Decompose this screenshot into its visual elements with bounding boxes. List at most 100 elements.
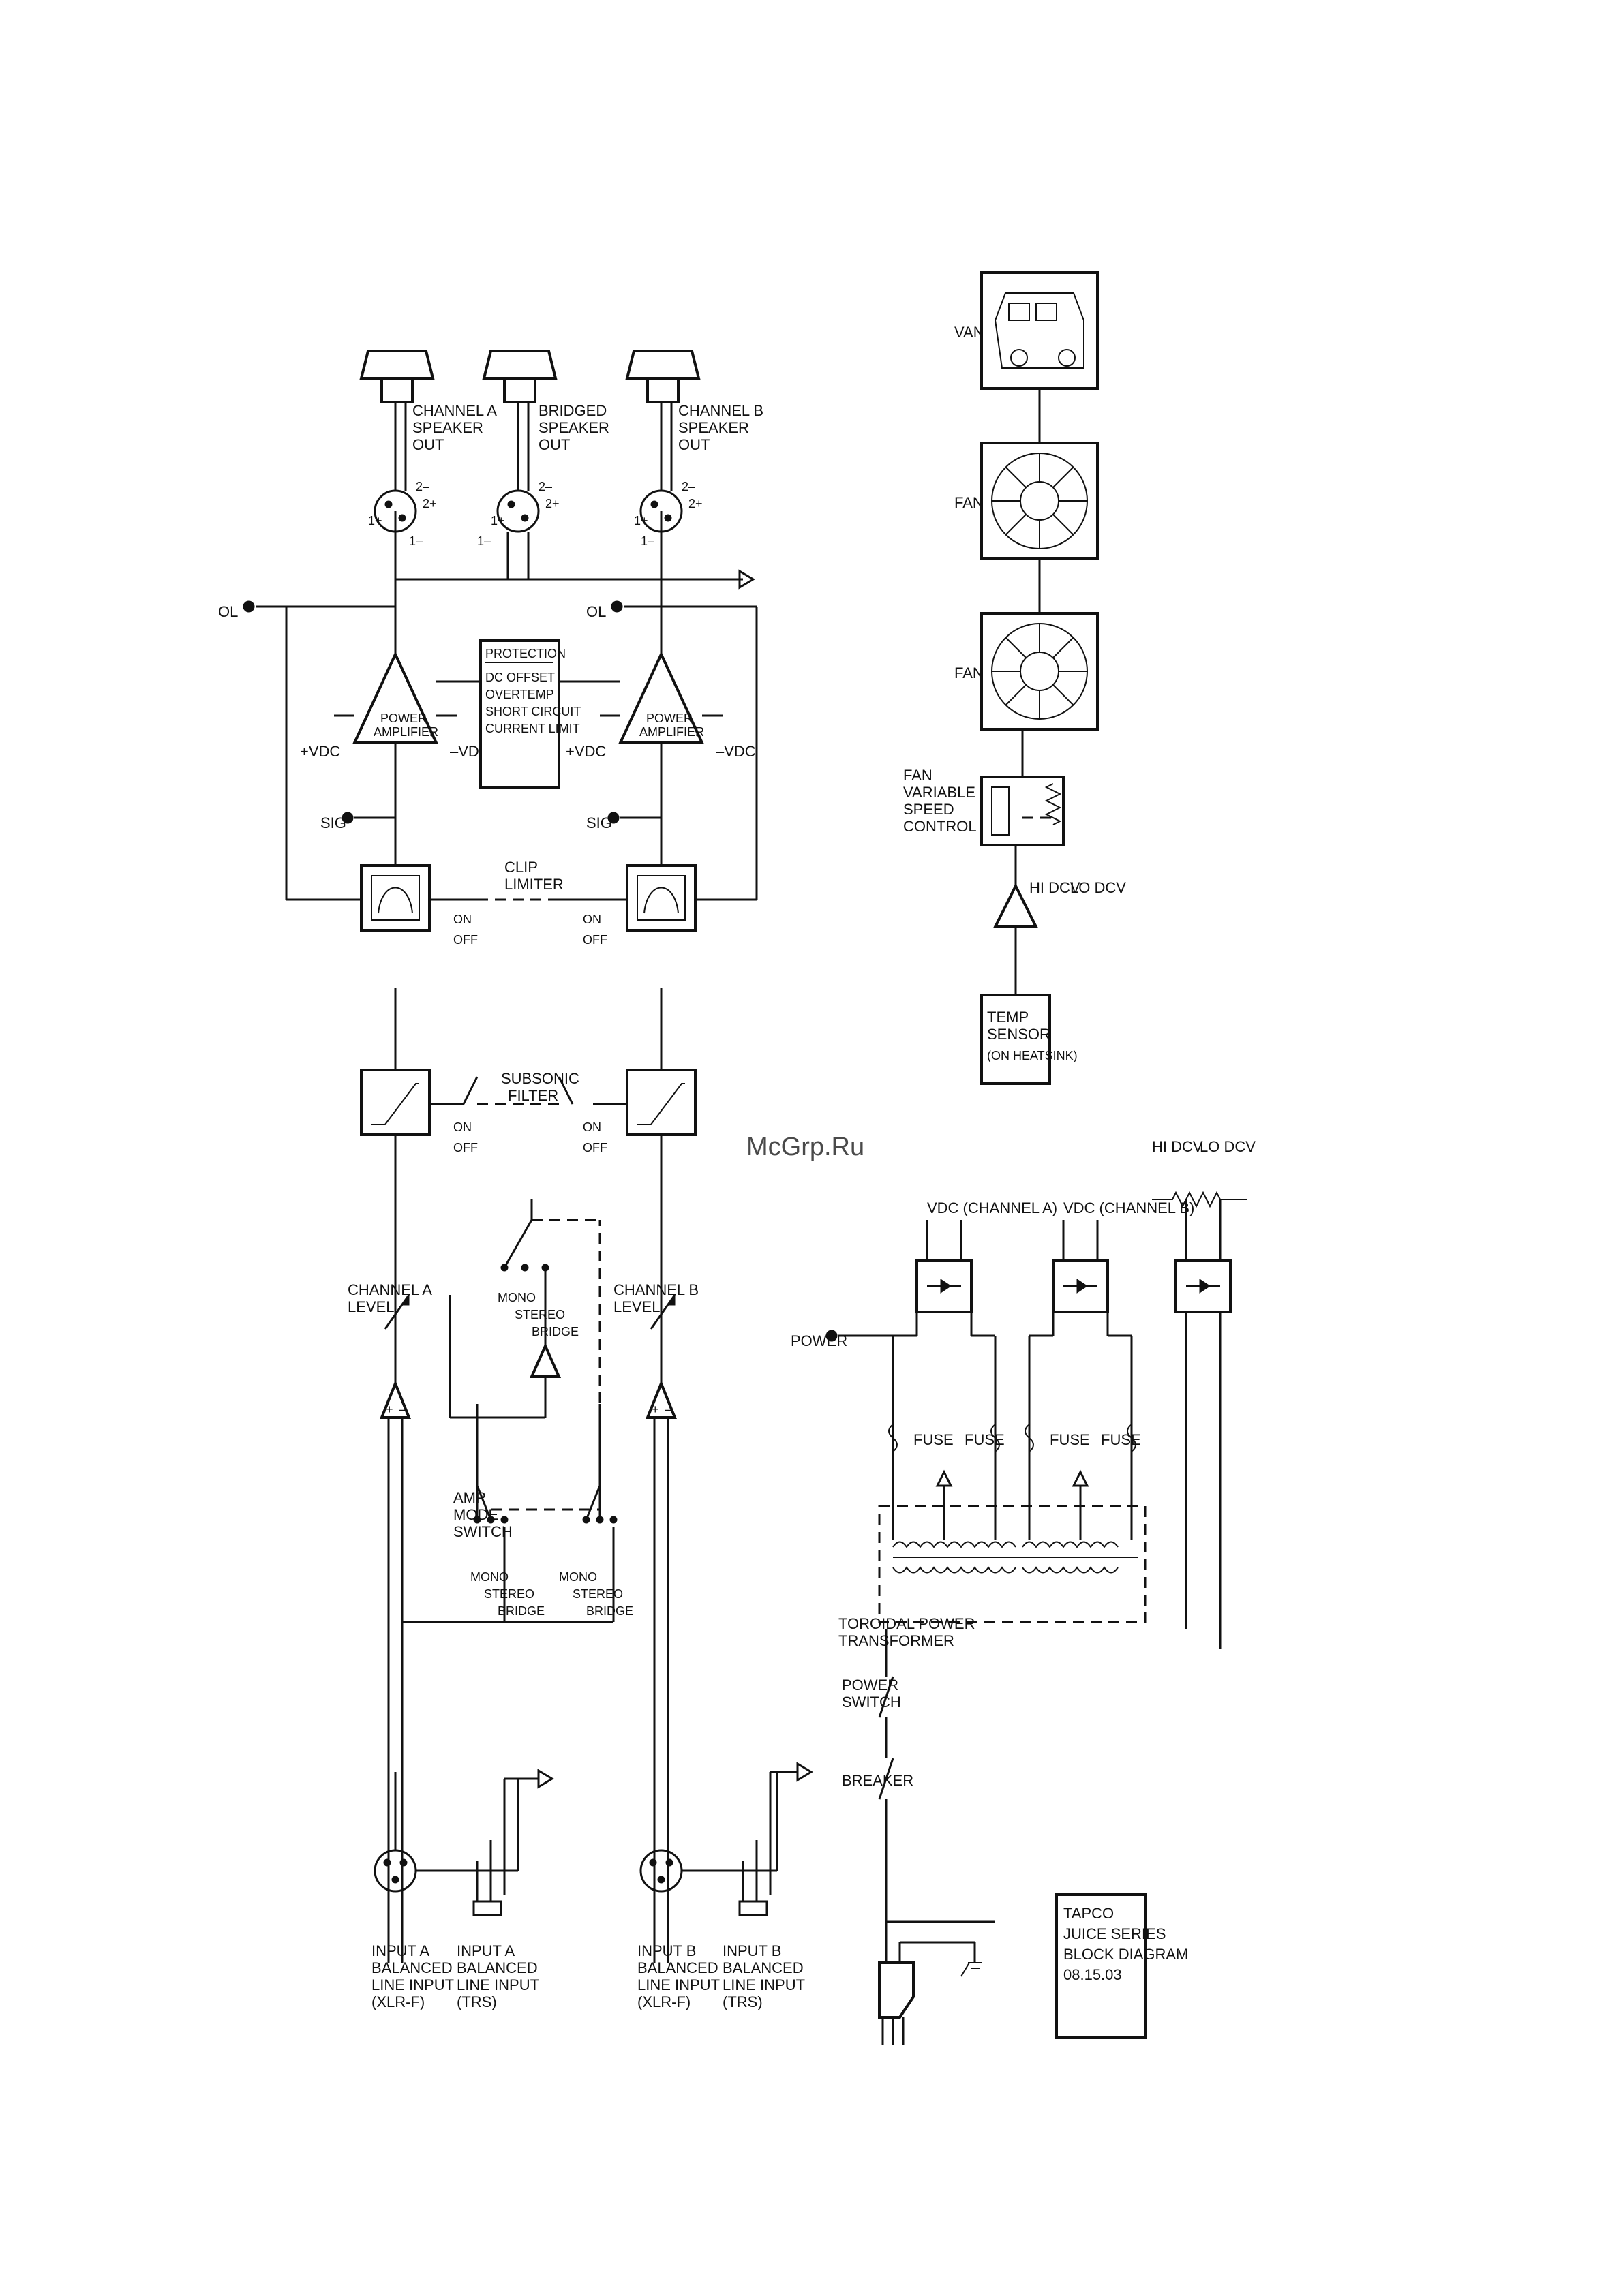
channel-a-rectifier [915,1220,973,1313]
svg-text:OFF: OFF [583,1141,607,1154]
svg-text:OL: OL [586,603,606,620]
svg-text:FUSE: FUSE [965,1431,1005,1448]
bridge-inverter [449,1199,600,1419]
svg-text:POWER: POWER [791,1332,847,1349]
input-b-xlr-label: INPUT B BALANCED LINE INPUT (XLR-F) [637,1942,720,2010]
transformer-label: TOROIDAL POWER TRANSFORMER [838,1615,975,1649]
title-block: TAPCO JUICE SERIES BLOCK DIAGRAM 08.15.0… [1055,1893,1188,2039]
svg-text:OVERTEMP: OVERTEMP [485,688,554,701]
svg-text:SIG: SIG [586,814,612,831]
fan-speed-control-label: FAN VARIABLE SPEED CONTROL [903,767,977,835]
bridged-speakon [496,402,540,579]
svg-text:SWITCH: SWITCH [453,1523,513,1540]
svg-text:LO DCV: LO DCV [1070,879,1126,896]
svg-text:MONO: MONO [470,1570,509,1584]
channel-a-ol-led: OL [218,600,395,620]
channel-a-sig-led: SIG [320,812,395,831]
svg-text:SPEED: SPEED [903,801,954,818]
input-a-trs-jack [472,1769,554,1916]
svg-text:CHANNEL A: CHANNEL A [348,1281,432,1298]
svg-text:POWER: POWER [380,711,427,725]
svg-text:2+: 2+ [423,497,437,510]
channel-b-sig-led: SIG [586,812,661,831]
signal-path-section: INPUT A BALANCED LINE INPUT (XLR-F) INPU… [218,350,813,2010]
input-a-trs-label: INPUT A BALANCED LINE INPUT (TRS) [457,1942,539,2010]
svg-text:–: – [665,1403,672,1416]
svg-text:MONO: MONO [498,1291,536,1304]
svg-text:2+: 2+ [545,497,560,510]
channel-b-clip-limiter [559,716,697,932]
fan-icon: FAN [954,442,1099,560]
breaker-label: BREAKER [842,1772,913,1789]
channel-b-input-buffer: + – [646,1379,677,1419]
svg-text:SIG: SIG [320,814,346,831]
channel-a-level-pot [384,1118,410,1383]
svg-text:LO DCV: LO DCV [1200,1138,1256,1155]
svg-text:ON: ON [453,913,472,926]
speakon-pin-labels: 1+ 2– 1– 2+ 1+ 2– 1– 2+ 1+ 2– 1– 2+ [368,480,703,548]
channel-a-speaker-icon [359,350,435,403]
channel-b-speaker-icon [625,350,701,403]
svg-text:VARIABLE: VARIABLE [903,784,975,801]
input-b-trs-label: INPUT B BALANCED LINE INPUT (TRS) [723,1942,805,2010]
svg-text:CONTROL: CONTROL [903,818,977,835]
svg-text:INPUT A: INPUT A [457,1942,515,1959]
subsonic-switch-labels: ON OFF ON OFF SUBSONIC FILTER [453,1070,607,1154]
svg-text:MONO: MONO [559,1570,597,1584]
svg-text:FUSE: FUSE [1050,1431,1090,1448]
svg-text:AMP: AMP [453,1489,486,1506]
channel-b-power-amplifier: POWER AMPLIFIER [559,511,723,744]
van-icon: VAN [954,271,1099,390]
svg-text:+VDC: +VDC [566,743,606,760]
svg-text:CLIP: CLIP [504,859,538,876]
bridged-speaker-icon [482,350,558,403]
svg-text:VDC (CHANNEL A): VDC (CHANNEL A) [927,1199,1057,1216]
svg-text:LINE INPUT: LINE INPUT [457,1976,539,1993]
amp-mode-switch [402,1220,618,1623]
svg-text:2–: 2– [682,480,695,493]
clip-limiter-switch-labels: ON OFF ON OFF CLIP LIMITER [453,859,607,947]
fan-supply-rectifier [1152,1191,1247,1649]
channel-a-power-amplifier: POWER AMPLIFIER [334,511,481,744]
svg-text:(ON HEATSINK): (ON HEATSINK) [987,1049,1078,1062]
toroidal-transformer [892,1541,1138,1574]
svg-text:SUBSONIC: SUBSONIC [501,1070,579,1087]
svg-text:OUT: OUT [539,436,570,453]
svg-text:OL: OL [218,603,238,620]
svg-text:CHANNEL B: CHANNEL B [613,1281,699,1298]
channel-b-fuses [1025,1336,1136,1540]
svg-text:AMPLIFIER: AMPLIFIER [639,725,704,739]
speaker-labels: CHANNEL A SPEAKER OUT BRIDGED SPEAKER OU… [412,402,763,453]
svg-text:(TRS): (TRS) [723,1993,763,2010]
svg-text:VAN: VAN [954,324,984,341]
svg-text:STEREO: STEREO [573,1587,623,1601]
svg-text:CHANNEL B: CHANNEL B [678,402,763,419]
power-switch-label: POWER SWITCH [842,1677,901,1711]
svg-text:TEMP: TEMP [987,1009,1029,1026]
amp-mode-switch-label: AMP MODE SWITCH MONO STEREO BRIDGE MONO … [453,1489,633,1618]
bridge-inverter-label: MONO STEREO BRIDGE [498,1291,579,1338]
svg-text:FAN: FAN [903,767,932,784]
svg-text:–VDC: –VDC [716,743,756,760]
temp-sensor-block: TEMP SENSOR (ON HEATSINK) [980,927,1078,1085]
svg-text:FAN: FAN [954,494,984,511]
svg-text:VDC (CHANNEL B): VDC (CHANNEL B) [1063,1199,1194,1216]
svg-text:OFF: OFF [583,933,607,947]
svg-text:LINE INPUT: LINE INPUT [637,1976,720,1993]
svg-text:SPEAKER: SPEAKER [678,419,749,436]
svg-text:–: – [399,1403,406,1416]
svg-text:1–: 1– [409,534,423,548]
svg-text:POWER: POWER [646,711,693,725]
fan-control-section: TEMP SENSOR (ON HEATSINK) HI DCV LO DCV … [903,271,1126,1085]
svg-text:AMPLIFIER: AMPLIFIER [374,725,438,739]
svg-text:PROTECTION: PROTECTION [485,647,566,660]
svg-text:FILTER: FILTER [508,1087,558,1104]
svg-text:ON: ON [453,1120,472,1134]
svg-text:OUT: OUT [678,436,710,453]
vdc-labels: VDC (CHANNEL A) VDC (CHANNEL B) HI DCV L… [927,1138,1256,1216]
svg-text:BRIDGE: BRIDGE [532,1325,579,1338]
svg-text:SHORT CIRCUIT: SHORT CIRCUIT [485,705,581,718]
svg-text:INPUT B: INPUT B [637,1942,696,1959]
svg-text:08.15.03: 08.15.03 [1063,1966,1122,1983]
